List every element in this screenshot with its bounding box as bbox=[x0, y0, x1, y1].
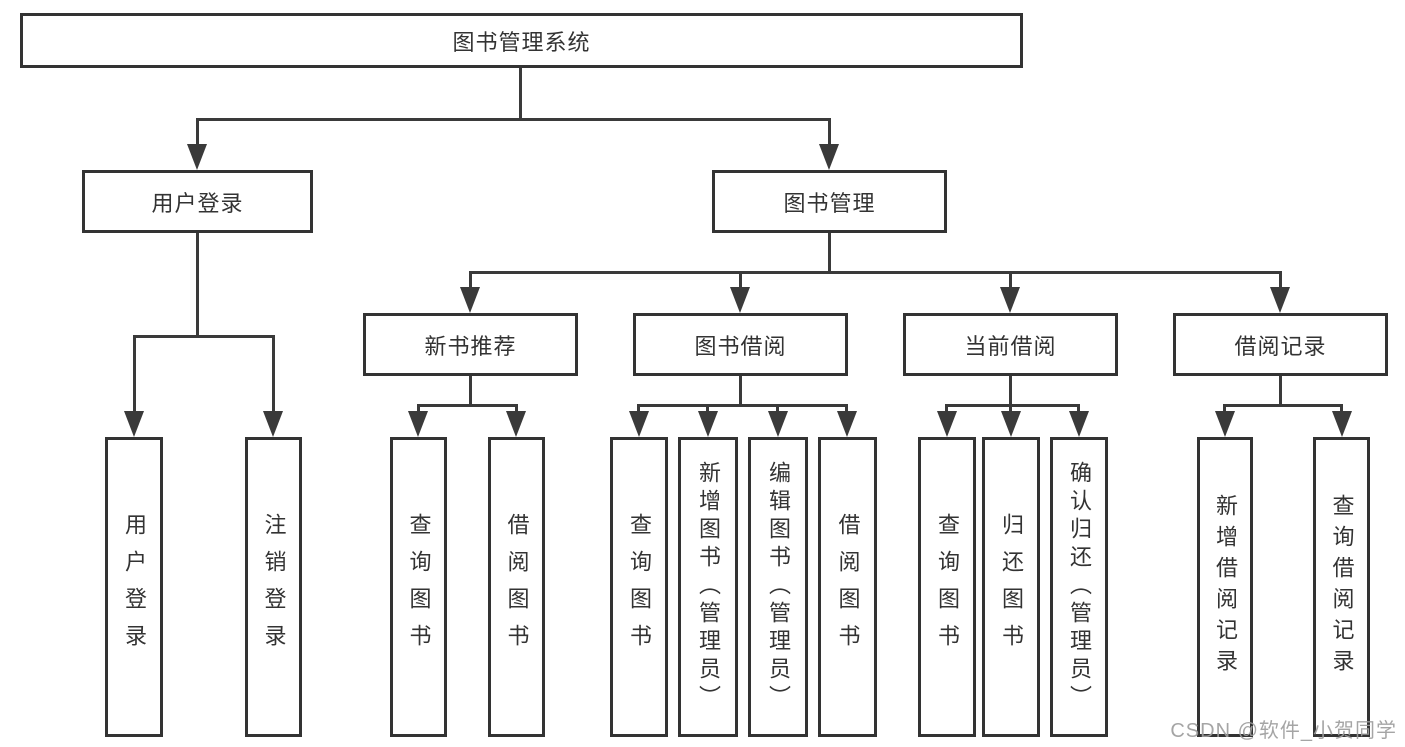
leaf-label: 编辑图书（管理员） bbox=[766, 461, 791, 713]
leaf-label: 用户登录 bbox=[122, 513, 147, 661]
node-borrowing-records: 借阅记录 bbox=[1173, 313, 1388, 376]
arrow-down-icon bbox=[263, 411, 283, 437]
leaf-borrow-books-recommend: 借阅图书 bbox=[488, 437, 545, 737]
connector-line bbox=[133, 335, 275, 338]
arrow-down-icon bbox=[460, 287, 480, 313]
node-label: 用户登录 bbox=[151, 190, 244, 216]
connector-line bbox=[196, 118, 831, 121]
connector-line bbox=[469, 271, 472, 289]
connector-line bbox=[706, 404, 709, 413]
leaf-label: 查询借阅记录 bbox=[1329, 494, 1355, 680]
leaf-label: 注销登录 bbox=[261, 513, 287, 661]
connector-line bbox=[739, 376, 742, 406]
connector-line bbox=[1279, 376, 1282, 406]
connector-line bbox=[417, 404, 420, 413]
connector-line bbox=[417, 404, 518, 407]
leaf-label: 借阅图书 bbox=[504, 513, 530, 661]
leaf-return-books: 归还图书 bbox=[982, 437, 1040, 737]
leaf-add-borrow-record: 新增借阅记录 bbox=[1197, 437, 1253, 737]
arrow-down-icon bbox=[1332, 411, 1352, 437]
connector-line bbox=[739, 271, 742, 289]
leaf-label: 新增图书（管理员） bbox=[696, 461, 721, 713]
node-label: 新书推荐 bbox=[424, 333, 517, 359]
leaf-confirm-return-admin: 确认归还（管理员） bbox=[1050, 437, 1108, 737]
leaf-label: 确认归还（管理员） bbox=[1067, 461, 1092, 713]
connector-line bbox=[945, 404, 948, 413]
arrow-down-icon bbox=[937, 411, 957, 437]
leaf-label: 查询图书 bbox=[627, 513, 652, 661]
arrow-down-icon bbox=[629, 411, 649, 437]
leaf-label: 归还图书 bbox=[999, 513, 1024, 661]
arrow-down-icon bbox=[506, 411, 526, 437]
connector-line bbox=[196, 233, 199, 338]
node-current-borrowing: 当前借阅 bbox=[903, 313, 1118, 376]
connector-line bbox=[1077, 404, 1080, 413]
arrow-down-icon bbox=[698, 411, 718, 437]
arrow-down-icon bbox=[187, 144, 207, 170]
leaf-label: 查询图书 bbox=[935, 513, 960, 661]
connector-line bbox=[519, 68, 522, 120]
node-book-borrowing: 图书借阅 bbox=[633, 313, 848, 376]
csdn-watermark: CSDN @软件_小贺同学 bbox=[1170, 720, 1397, 742]
node-library-management-system: 图书管理系统 bbox=[20, 13, 1023, 68]
node-label: 当前借阅 bbox=[964, 333, 1057, 359]
connector-line bbox=[1009, 404, 1012, 413]
node-user-login: 用户登录 bbox=[82, 170, 313, 233]
connector-line bbox=[637, 404, 848, 407]
connector-line bbox=[469, 271, 1282, 274]
leaf-query-books-current: 查询图书 bbox=[918, 437, 976, 737]
connector-line bbox=[828, 233, 831, 273]
leaf-borrow-books: 借阅图书 bbox=[818, 437, 877, 737]
arrow-down-icon bbox=[837, 411, 857, 437]
leaf-query-books-recommend: 查询图书 bbox=[390, 437, 447, 737]
node-label: 图书借阅 bbox=[694, 333, 787, 359]
connector-line bbox=[828, 118, 831, 146]
node-label: 图书管理系统 bbox=[452, 29, 591, 55]
node-new-book-recommendation: 新书推荐 bbox=[363, 313, 578, 376]
connector-line bbox=[776, 404, 779, 413]
leaf-label: 借阅图书 bbox=[835, 513, 861, 661]
connector-line bbox=[1223, 404, 1343, 407]
arrow-down-icon bbox=[768, 411, 788, 437]
arrow-down-icon bbox=[1001, 411, 1021, 437]
connector-line bbox=[1009, 271, 1012, 289]
node-label: 借阅记录 bbox=[1234, 333, 1327, 359]
connector-line bbox=[845, 404, 848, 413]
node-book-management: 图书管理 bbox=[712, 170, 947, 233]
leaf-edit-books-admin: 编辑图书（管理员） bbox=[748, 437, 808, 737]
connector-line bbox=[1223, 404, 1226, 413]
connector-line bbox=[1340, 404, 1343, 413]
connector-line bbox=[469, 376, 472, 406]
arrow-down-icon bbox=[408, 411, 428, 437]
leaf-label: 新增借阅记录 bbox=[1213, 494, 1238, 680]
connector-line bbox=[637, 404, 640, 413]
leaf-query-borrow-record: 查询借阅记录 bbox=[1313, 437, 1370, 737]
arrow-down-icon bbox=[1069, 411, 1089, 437]
arrow-down-icon bbox=[1000, 287, 1020, 313]
arrow-down-icon bbox=[819, 144, 839, 170]
node-label: 图书管理 bbox=[783, 190, 876, 216]
leaf-logout: 注销登录 bbox=[245, 437, 302, 737]
arrow-down-icon bbox=[730, 287, 750, 313]
connector-line bbox=[515, 404, 518, 413]
leaf-label: 查询图书 bbox=[406, 513, 432, 661]
arrow-down-icon bbox=[124, 411, 144, 437]
arrow-down-icon bbox=[1215, 411, 1235, 437]
connector-line bbox=[272, 335, 275, 413]
leaf-add-books-admin: 新增图书（管理员） bbox=[678, 437, 738, 737]
connector-line bbox=[945, 404, 1080, 407]
leaf-query-books-borrow: 查询图书 bbox=[610, 437, 668, 737]
leaf-user-login: 用户登录 bbox=[105, 437, 163, 737]
connector-line bbox=[133, 335, 136, 413]
connector-line bbox=[196, 118, 199, 146]
arrow-down-icon bbox=[1270, 287, 1290, 313]
connector-line bbox=[1279, 271, 1282, 289]
connector-line bbox=[1009, 376, 1012, 406]
